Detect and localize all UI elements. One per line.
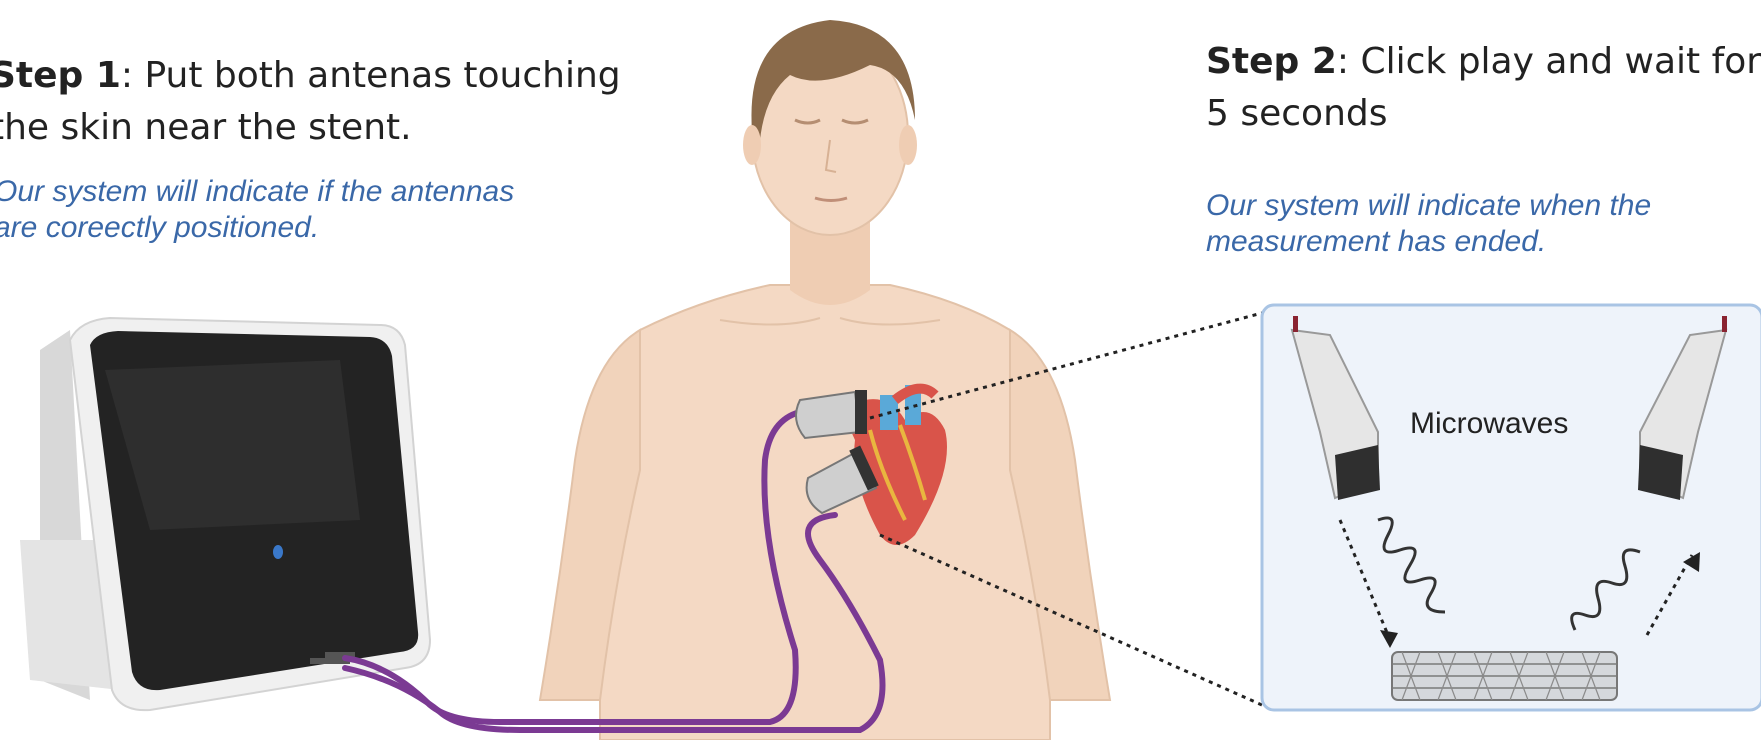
step-2-instruction: Step 2: Click play and wait for 5 second…	[1206, 36, 1761, 140]
step-2-title: Step 2	[1206, 41, 1337, 82]
microwaves-label: Microwaves	[1410, 407, 1568, 440]
measurement-inset: Microwaves	[1262, 305, 1761, 710]
step-1-title: Step 1	[0, 55, 121, 96]
stent-mesh-icon	[1392, 652, 1617, 700]
step-1-instruction: Step 1: Put both antenas touching the sk…	[0, 50, 630, 154]
device-icon	[20, 318, 430, 710]
step-2-note: Our system will indicate when the measur…	[1206, 188, 1761, 260]
step-1-note: Our system will indicate if the antennas…	[0, 174, 554, 246]
